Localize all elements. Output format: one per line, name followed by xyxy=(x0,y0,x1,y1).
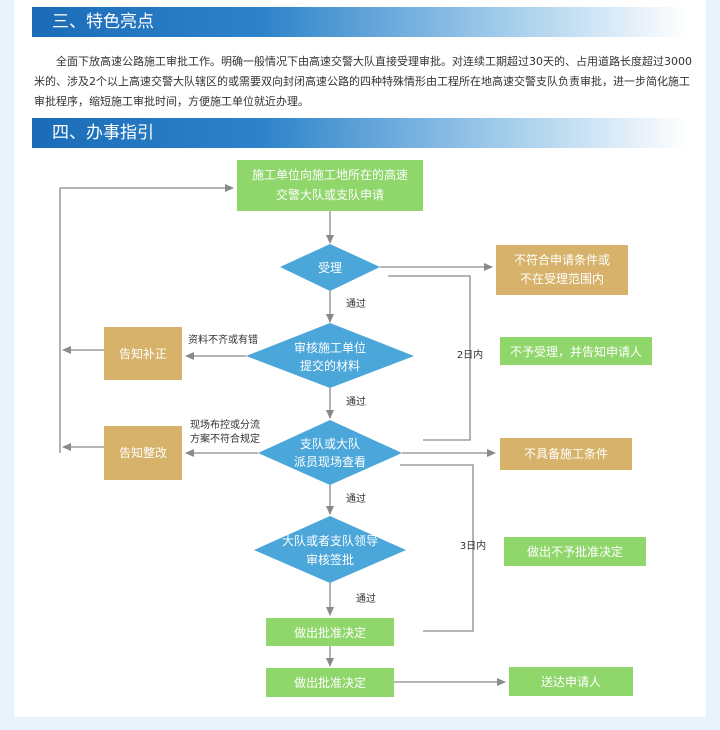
approve-label-2: 做出批准决定 xyxy=(294,675,366,690)
review-materials-diamond xyxy=(246,323,414,388)
leader-review-line-2: 审核签批 xyxy=(306,552,354,567)
notify-correction-label: 告知补正 xyxy=(119,347,167,361)
no-conditions-label: 不具备施工条件 xyxy=(524,447,608,461)
no-approval-label: 做出不予批准决定 xyxy=(527,544,623,559)
no-conditions-box xyxy=(500,438,632,470)
notify-correction-box xyxy=(104,327,182,380)
start-line-1: 施工单位向施工地所在的高速 xyxy=(252,167,408,182)
onsite-line-2: 派员现场查看 xyxy=(294,455,366,469)
no-accept-label: 不予受理，并告知申请人 xyxy=(510,345,642,359)
section-header-highlights: 三、特色亮点 xyxy=(32,7,688,37)
site-issue-line-2: 方案不符合规定 xyxy=(190,432,260,445)
leader-review-line-1: 大队或者支队领导 xyxy=(282,533,378,548)
no-approval-box xyxy=(504,537,646,566)
notify-rectify-label: 告知整改 xyxy=(119,445,167,460)
approve-decision-box-2 xyxy=(266,668,394,697)
pass-label-3: 通过 xyxy=(346,492,366,505)
deliver-box xyxy=(509,667,633,696)
onsite-inspection-diamond xyxy=(258,420,402,485)
start-application-box xyxy=(237,160,423,211)
three-days-label: 3日内 xyxy=(460,539,486,552)
review-materials-line-1: 审核施工单位 xyxy=(294,340,366,355)
connector-lines xyxy=(59,184,506,686)
materials-incomplete-label: 资料不齐或有错 xyxy=(188,333,258,346)
not-eligible-line-2: 不在受理范围内 xyxy=(520,272,604,286)
start-line-2: 交警大队或支队申请 xyxy=(276,187,384,202)
notify-rectify-box xyxy=(104,426,182,480)
approve-label-1: 做出批准决定 xyxy=(294,625,366,640)
onsite-line-1: 支队或大队 xyxy=(300,436,360,451)
section-header-guide: 四、办事指引 xyxy=(32,118,688,148)
not-eligible-line-1: 不符合申请条件或 xyxy=(514,252,610,267)
site-issue-line-1: 现场布控或分流 xyxy=(190,418,260,431)
not-eligible-box xyxy=(496,245,628,295)
pass-label-2: 通过 xyxy=(346,395,366,408)
two-days-label: 2日内 xyxy=(457,348,483,361)
pass-label-1: 通过 xyxy=(346,297,366,310)
highlights-paragraph: 全面下放高速公路施工审批工作。明确一般情况下由高速交警大队直接受理审批。对连续工… xyxy=(34,55,692,108)
accept-label: 受理 xyxy=(318,261,342,275)
pass-label-4: 通过 xyxy=(356,592,376,605)
accept-diamond xyxy=(280,244,380,291)
leader-review-diamond xyxy=(254,516,406,583)
no-accept-box xyxy=(500,337,652,365)
deliver-label: 送达申请人 xyxy=(541,674,601,689)
approve-decision-box-1 xyxy=(266,618,394,646)
process-flowchart: 施工单位向施工地所在的高速 交警大队或支队申请 受理 不符合申请条件或 不在受理… xyxy=(59,160,652,697)
review-materials-line-2: 提交的材料 xyxy=(300,358,360,373)
